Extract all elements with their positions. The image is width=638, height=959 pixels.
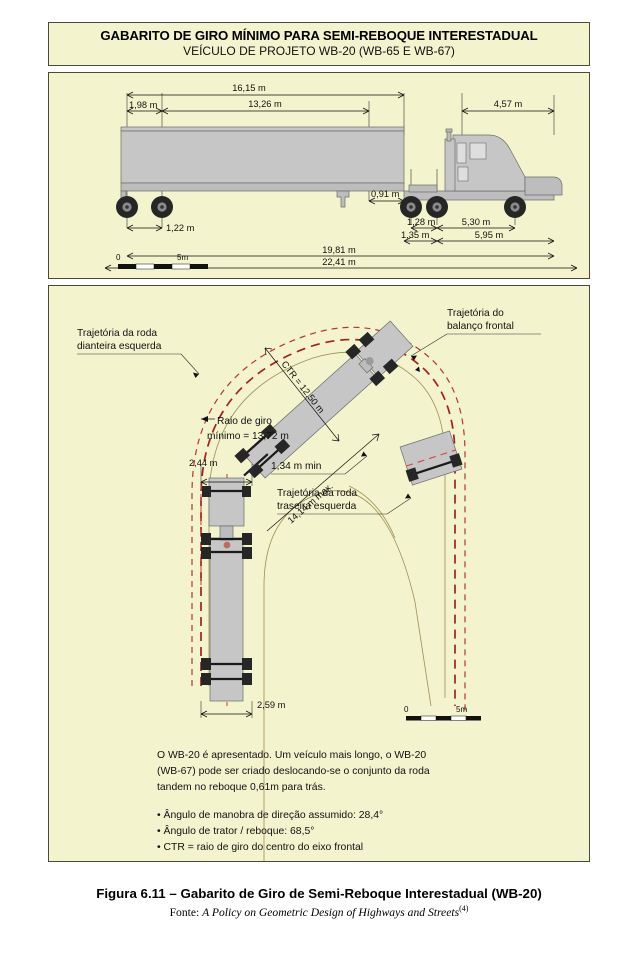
dim-tractor-tandem-spacing: 1,28 m	[407, 217, 438, 232]
svg-text:19,81 m: 19,81 m	[322, 245, 356, 255]
turning-template-panel: Trajetória da roda dianteira esquerda Tr…	[48, 285, 590, 862]
svg-text:5m: 5m	[177, 253, 188, 262]
swept-path-curves	[191, 326, 466, 861]
caption-block: Figura 6.11 – Gabarito de Giro de Semi-R…	[0, 886, 638, 919]
svg-text:0: 0	[404, 705, 409, 714]
dim-rear-overhang: 0,91 m	[368, 189, 405, 205]
svg-text:0: 0	[116, 253, 121, 262]
profile-scale-bar: 0 5m	[116, 253, 208, 270]
tractor-body	[403, 128, 563, 201]
vehicle-profile-panel: 16,15 m 1,98 m 13,26 m 4,57 m 0,91 m	[48, 72, 590, 279]
vehicle-plan-turning	[234, 320, 414, 479]
note-bullet-1: • Ângulo de trator / reboque: 68,5°	[157, 824, 314, 837]
source-prefix: Fonte:	[169, 905, 203, 919]
annotation-rear-wheel-path: Trajetória da roda traseira esquerda	[277, 488, 412, 515]
vehicle-profile-drawing: 16,15 m 1,98 m 13,26 m 4,57 m 0,91 m	[104, 83, 578, 272]
svg-text:13,26 m: 13,26 m	[248, 99, 282, 109]
source-title: A Policy on Geometric Design of Highways…	[202, 905, 460, 919]
svg-text:(WB-67) pode ser criado desloc: (WB-67) pode ser criado deslocando-se o …	[157, 766, 430, 777]
dim-trailer-tandem-spacing: 1,22 m	[126, 223, 195, 233]
svg-text:tandem no reboque 0,61m para t: tandem no reboque 0,61m para trás.	[157, 782, 326, 793]
wheels-group	[116, 196, 526, 218]
svg-text:Trajetória da roda: Trajetória da roda	[277, 488, 357, 499]
svg-text:2,44 m: 2,44 m	[189, 458, 218, 468]
svg-text:5,95 m: 5,95 m	[475, 230, 504, 240]
svg-text:Raio de giro: Raio de giro	[217, 416, 272, 427]
dim-min-clearance: 1,34 m min	[271, 451, 368, 475]
svg-text:1,28 m: 1,28 m	[407, 217, 436, 227]
note-block: O WB-20 é apresentado. Um veículo mais l…	[157, 750, 430, 853]
start-steer-axle	[202, 486, 251, 497]
note-bullet-0: • Ângulo de manobra de direção assumido:…	[157, 808, 383, 821]
svg-text:2,59 m: 2,59 m	[257, 700, 286, 710]
svg-text:O WB-20 é apresentado. Um veíc: O WB-20 é apresentado. Um veículo mais l…	[157, 750, 426, 761]
dim-turning-radius: Raio de giro mínimo = 13,72 m	[201, 416, 289, 442]
note-bullet-2: • CTR = raio de giro do centro do eixo f…	[157, 842, 363, 853]
svg-text:22,41 m: 22,41 m	[322, 257, 356, 267]
svg-text:1,98 m: 1,98 m	[129, 100, 158, 110]
dim-tractor-wheelbase-2: 5,95 m	[436, 230, 555, 245]
svg-text:dianteira esquerda: dianteira esquerda	[77, 341, 162, 352]
source-reference: (4)	[459, 904, 469, 913]
svg-text:16,15 m: 16,15 m	[232, 83, 266, 93]
page-title: GABARITO DE GIRO MÍNIMO PARA SEMI-REBOQU…	[100, 28, 538, 43]
turning-template-drawing: Trajetória da roda dianteira esquerda Tr…	[77, 308, 541, 861]
svg-text:1,34 m min: 1,34 m min	[271, 461, 321, 472]
dim-kingpin-to-tandem: 13,26 m	[161, 99, 370, 115]
dim-tractor-wheelbase: 5,30 m	[436, 217, 516, 232]
svg-text:balanço frontal: balanço frontal	[447, 321, 514, 332]
start-trailer-tandem	[201, 658, 252, 685]
svg-text:5,30 m: 5,30 m	[462, 217, 491, 227]
vehicle-plan-tractor-end	[399, 430, 463, 486]
svg-text:Trajetória do: Trajetória do	[447, 308, 504, 319]
annotation-front-wheel-path: Trajetória da roda dianteira esquerda	[77, 328, 200, 378]
svg-text:Trajetória da roda: Trajetória da roda	[77, 328, 157, 339]
vehicle-plan-start	[201, 477, 252, 702]
annotation-front-overhang-path: Trajetória do balanço frontal	[410, 308, 541, 372]
svg-text:traseira esquerda: traseira esquerda	[277, 501, 357, 512]
page-subtitle: VEÍCULO DE PROJETO WB-20 (WB-65 E WB-67)	[183, 44, 455, 58]
tractor-tandem-wheels	[400, 196, 448, 218]
dim-overall-trailer: 16,15 m	[126, 83, 405, 99]
svg-text:1,22 m: 1,22 m	[166, 223, 195, 233]
svg-text:1,35 m: 1,35 m	[401, 230, 430, 240]
figure-source: Fonte: A Policy on Geometric Design of H…	[0, 904, 638, 919]
tractor-steer-wheel	[504, 196, 526, 218]
dim-tractor-front: 4,57 m	[461, 99, 555, 115]
svg-text:4,57 m: 4,57 m	[494, 99, 523, 109]
trailer-body	[120, 126, 405, 208]
dim-tractor-tandem-spacing-2: 1,35 m	[401, 230, 438, 245]
dim-width-rear: 2,59 m	[200, 700, 286, 718]
svg-text:5m: 5m	[456, 705, 467, 714]
dim-width-front: 2,44 m	[189, 458, 253, 486]
svg-text:mínimo = 13,72 m: mínimo = 13,72 m	[207, 431, 289, 442]
trailer-tandem-wheels	[116, 196, 173, 218]
dim-wheelbase-total: 19,81 m	[126, 245, 555, 260]
turn-scale-bar: 0 5m	[404, 705, 481, 721]
dim-front-overhang: 1,98 m	[126, 100, 163, 115]
svg-text:0,91 m: 0,91 m	[371, 189, 400, 199]
start-tractor-tandem	[201, 533, 252, 559]
figure-caption: Figura 6.11 – Gabarito de Giro de Semi-R…	[96, 886, 542, 901]
header-panel: GABARITO DE GIRO MÍNIMO PARA SEMI-REBOQU…	[48, 22, 590, 66]
